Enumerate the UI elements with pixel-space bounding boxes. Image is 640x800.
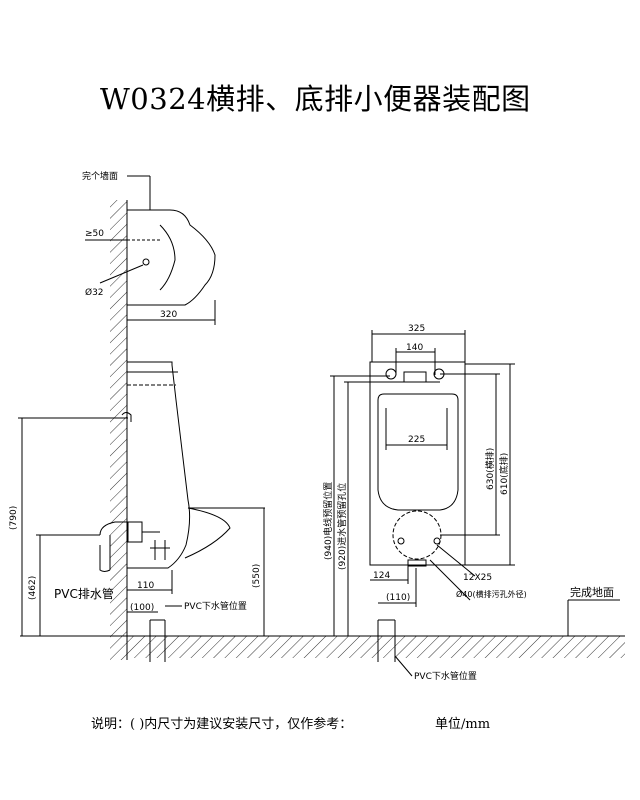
front-view [330,330,620,677]
label-dim-462: (462) [28,576,38,600]
label-dim-790: (790) [9,506,19,530]
page-title: W0324横排、底排小便器装配图 [100,82,531,116]
footer-unit: 单位/mm [435,717,491,732]
label-finished-wall: 完个墙面 [82,170,118,182]
label-dim-12x25: 12X25 [463,573,492,583]
label-dim-110-right: (110) [386,593,410,603]
label-width-325: 325 [408,324,425,334]
label-dim-124: 124 [373,571,390,581]
label-dim-550: (550) [252,564,262,588]
label-pvc-drain: PVC排水管 [54,586,114,601]
label-depth: 320 [160,310,177,320]
label-width-225: 225 [408,435,425,445]
label-dim-100: (100) [130,603,154,613]
label-dim-610: 610(底排) [498,453,510,495]
label-pvc-floor-left: PVC下水管位置 [184,600,247,612]
label-drain-hole: Ø40(横排污孔外径) [456,589,527,599]
label-pipe-dia: Ø32 [85,287,104,298]
footer-note: 说明：( )内尺寸为建议安装尺寸，仅作参考： [91,717,353,732]
label-dim-940: (940)电线预留位置 [322,482,334,560]
label-dim-110-left: 110 [137,581,154,591]
label-min-gap: ≥50 [85,229,104,239]
top-view [85,175,216,330]
label-dim-920: (920)进水管预留孔位 [336,483,348,570]
label-width-140: 140 [406,343,423,353]
label-pvc-floor-right: PVC下水管位置 [414,670,477,682]
side-view [18,330,625,662]
label-dim-630: 630(横排) [484,448,496,490]
label-finished-floor: 完成地面 [570,585,614,599]
